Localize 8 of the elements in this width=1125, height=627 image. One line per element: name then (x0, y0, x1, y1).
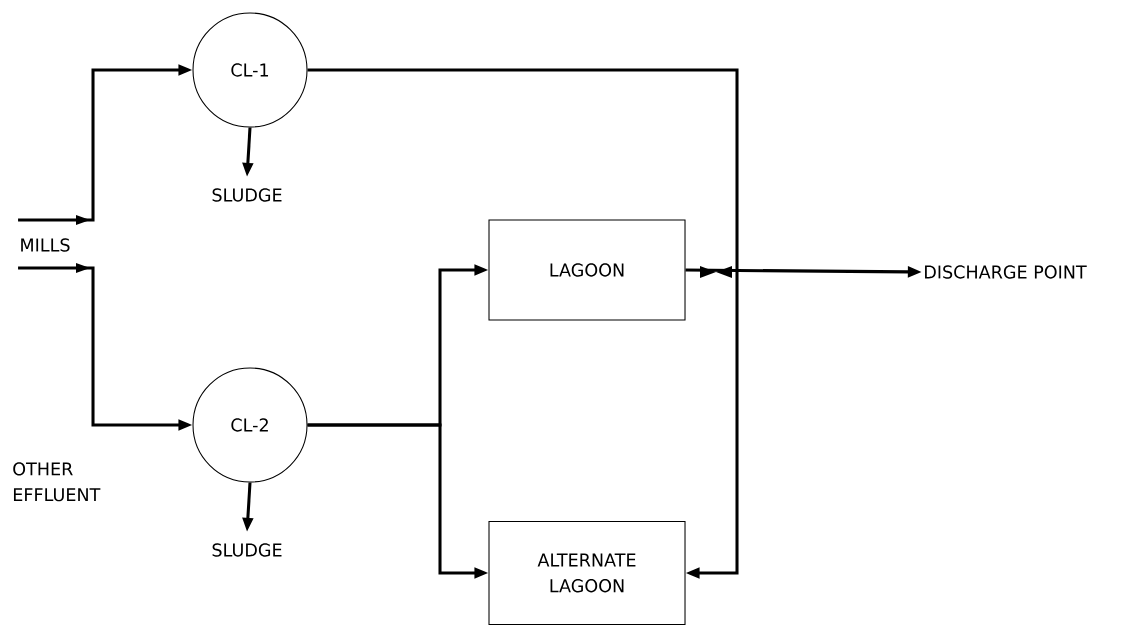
flow-label: SLUDGE (212, 188, 282, 202)
lagoon-box: ALTERNATE LAGOON (488, 520, 686, 626)
flow-label: DISCHARGE POINT (925, 265, 1087, 279)
lagoon-box: LAGOON (488, 219, 686, 321)
note-text: OTHER EFFLUENT (13, 462, 101, 502)
flow-arrow (307, 68, 739, 579)
flow-label: MILLS (21, 238, 70, 252)
flow-label: SLUDGE (212, 543, 282, 557)
